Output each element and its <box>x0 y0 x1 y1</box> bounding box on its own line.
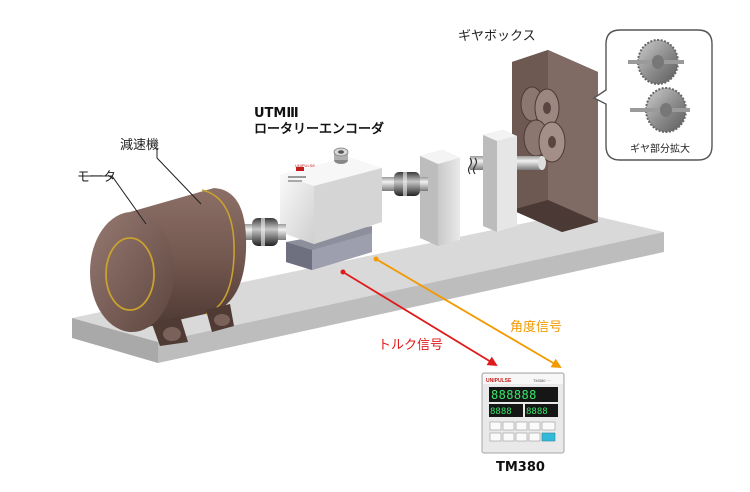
display-left: 8888 <box>490 407 512 417</box>
display-top: 888888 <box>491 388 537 402</box>
gear-icon <box>628 39 690 133</box>
coupling-right <box>394 172 420 196</box>
device-panel-title: TM380 ∙∙∙∙ <box>533 378 551 383</box>
vibration-icon <box>467 157 478 175</box>
bearing-block-middle <box>420 150 460 246</box>
sensor-label-plate: UNIPULSE <box>288 163 315 182</box>
torque-sensor: UNIPULSE <box>280 147 382 270</box>
label-gear-zoom: ギヤ部分拡大 <box>630 144 690 155</box>
coupling-left <box>252 218 278 246</box>
motor <box>90 188 247 346</box>
connector-icon <box>333 147 349 164</box>
gearbox-gears <box>520 86 566 163</box>
keypad <box>489 421 556 442</box>
label-motor: モータ <box>77 170 117 185</box>
display-right: 8888 <box>526 407 548 417</box>
device-brand: UNIPULSE <box>486 378 512 384</box>
gearbox <box>512 50 598 232</box>
label-encoder-model: UTMⅢ <box>254 106 299 121</box>
torque-signal-arrow <box>342 271 498 367</box>
label-encoder-name: ロータリーエンコーダ <box>254 122 385 137</box>
sensor-brand-logo: UNIPULSE <box>295 163 315 168</box>
bearing-block-right <box>483 130 517 232</box>
label-gearbox: ギヤボックス <box>458 29 536 44</box>
label-angle-signal: 角度信号 <box>510 320 563 335</box>
label-reducer: 減速機 <box>120 138 160 153</box>
label-leaders <box>84 148 202 225</box>
tm380-indicator: UNIPULSE TM380 ∙∙∙∙ 888888 8888 8888 <box>481 372 565 454</box>
gear-zoom-callout <box>592 29 713 161</box>
label-indicator-model: TM380 <box>496 460 545 475</box>
label-torque-signal: トルク信号 <box>378 338 444 353</box>
angle-signal-arrow <box>375 258 562 369</box>
